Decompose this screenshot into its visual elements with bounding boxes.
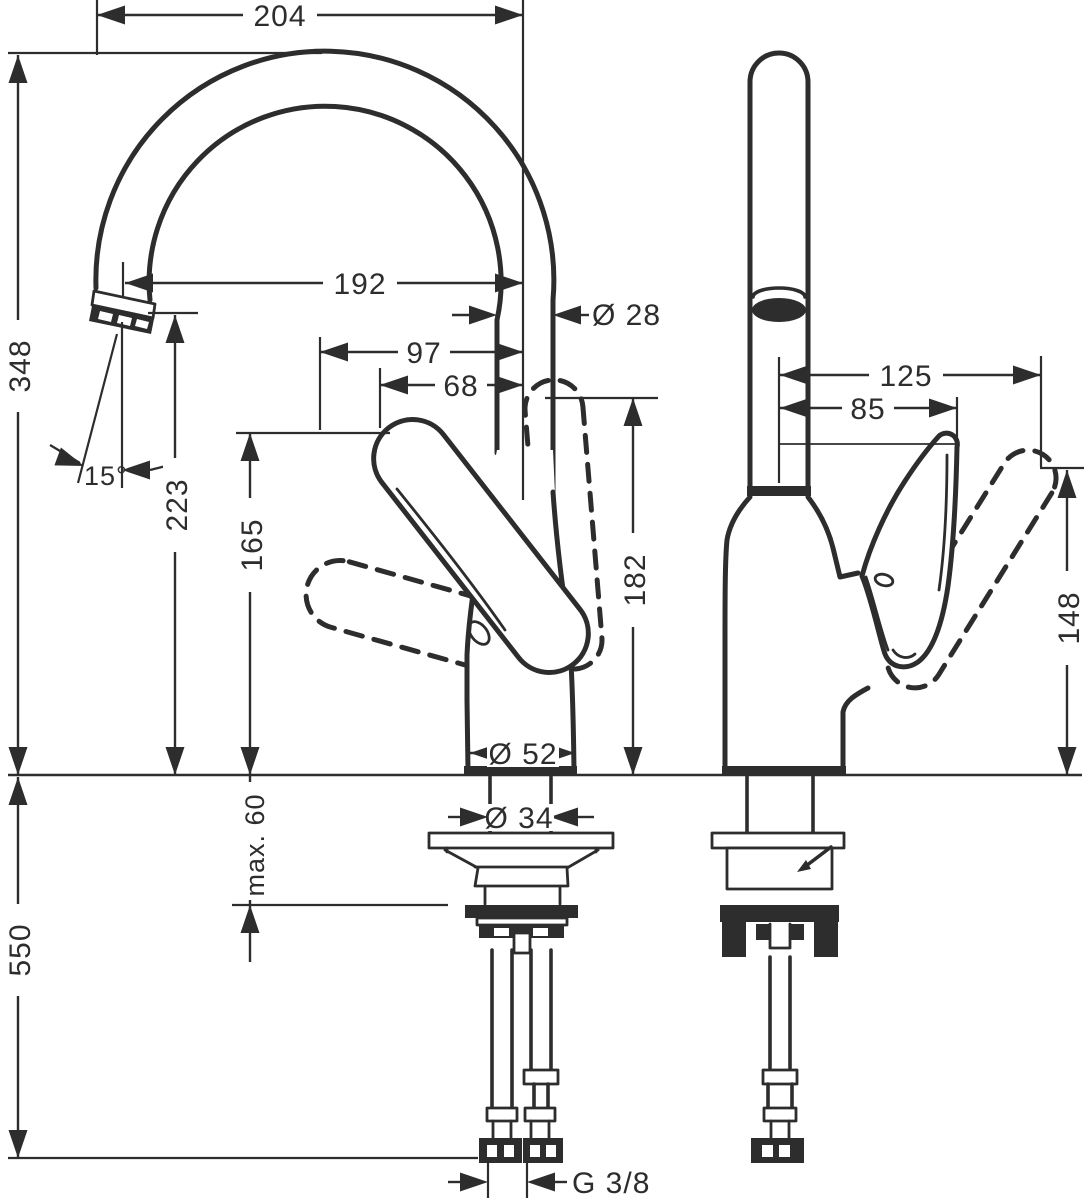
dim-85-label: 85 (850, 393, 885, 426)
dim-348-total-height: 348 (4, 55, 37, 775)
dim-34-shank-diameter: Ø 34 (448, 802, 594, 835)
dim-g38-connection-thread: G 3/8 (448, 1167, 650, 1200)
dim-max60-label: max. 60 (240, 793, 270, 896)
mounting-front (427, 775, 615, 1163)
dim-34-label: Ø 34 (484, 802, 553, 835)
dim-max60-counter-thickness: max. 60 (238, 775, 270, 962)
dim-125-handle-swing-reach: 125 (780, 360, 1041, 393)
dim-28-label: Ø 28 (592, 299, 661, 332)
dim-550-label: 550 (4, 923, 37, 976)
dim-97-handle-zone-reach: 97 (318, 337, 523, 430)
faucet-body-side (722, 494, 885, 776)
dim-204-label: 204 (253, 0, 306, 33)
dim-223-outlet-height: 223 (161, 315, 194, 775)
mounting-side (710, 775, 846, 1163)
dim-15deg-outlet-angle: 15° (49, 322, 167, 491)
side-view (710, 50, 1059, 1163)
dim-125-label: 125 (879, 360, 932, 393)
dim-192-outlet-reach: 192 (125, 268, 523, 301)
dim-348-label: 348 (4, 339, 37, 392)
dim-148-label: 148 (1053, 591, 1085, 644)
dim-g38-label: G 3/8 (572, 1167, 650, 1200)
dim-52-base-diameter: Ø 52 (470, 738, 575, 771)
dim-192-label: 192 (333, 268, 386, 301)
dim-165-handle-height: 165 (236, 433, 269, 775)
handle-side (859, 430, 960, 670)
dim-15deg-label: 15° (84, 461, 128, 491)
spout-front (89, 48, 557, 495)
front-view (89, 48, 615, 1163)
dim-97-label: 97 (406, 337, 441, 370)
supply-hoses-front (479, 948, 563, 1163)
dim-68-handle-reach: 68 (378, 368, 523, 428)
dim-223-label: 223 (161, 478, 194, 531)
dim-182-body-height: 182 (619, 398, 652, 775)
dim-148-handle-swing-height: 148 (1053, 470, 1085, 775)
handle-front (371, 417, 591, 675)
reference-lines (8, 0, 1084, 1198)
dimensions: 204 192 Ø 28 97 (4, 0, 1085, 1200)
escutcheon-front (427, 831, 615, 906)
dim-550-hose-length: 550 (4, 777, 37, 1158)
dim-85-handle-tip-reach: 85 (780, 393, 957, 426)
spout-column-side (747, 50, 811, 496)
aerator-front (89, 289, 157, 334)
dim-182-label: 182 (619, 553, 652, 606)
supply-hose-side (751, 955, 804, 1163)
dim-28-spout-diameter: Ø 28 (452, 299, 661, 332)
dim-52-label: Ø 52 (488, 738, 557, 771)
dim-204-overall-reach: 204 (97, 0, 523, 33)
dim-165-label: 165 (236, 518, 269, 571)
dim-68-label: 68 (443, 370, 478, 403)
